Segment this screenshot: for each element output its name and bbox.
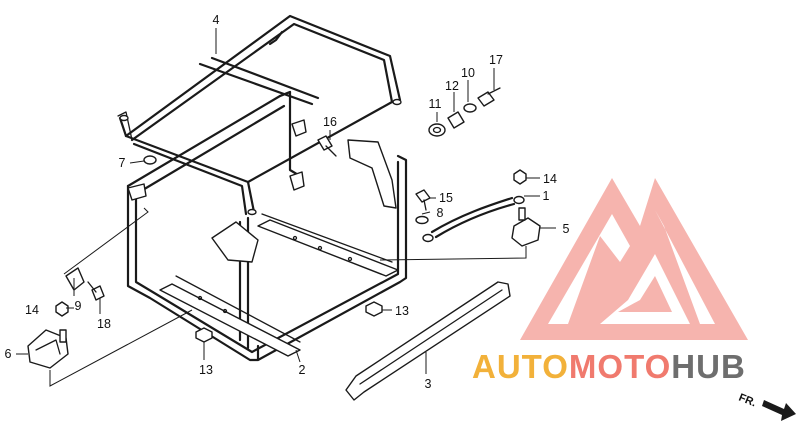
callout-13-right: 13 — [395, 304, 409, 318]
callout-16: 16 — [323, 115, 337, 129]
hardware-nuts-bolts — [55, 87, 527, 343]
callout-14-left: 14 — [25, 303, 39, 317]
watermark-logo-icon — [520, 178, 748, 340]
callout-13-left: 13 — [199, 363, 213, 377]
leader-lines — [16, 28, 556, 387]
side-rail — [345, 281, 511, 401]
main-frame — [126, 90, 408, 362]
ground-cable — [422, 195, 525, 243]
upper-frame-tube — [117, 14, 402, 216]
watermark-text: AUTOMOTOHUB — [472, 348, 746, 385]
callout-5: 5 — [563, 222, 570, 236]
callout-1: 1 — [543, 189, 550, 203]
callout-6: 6 — [5, 347, 12, 361]
callout-15: 15 — [439, 191, 453, 205]
callout-11: 11 — [429, 97, 442, 111]
callout-9: 9 — [75, 299, 82, 313]
callout-4: 4 — [213, 13, 220, 27]
callout-12: 12 — [445, 79, 459, 93]
arrow-right-icon — [762, 400, 796, 421]
callout-10: 10 — [461, 66, 475, 80]
mount-rubber-right — [511, 207, 541, 247]
mount-rubber-left — [27, 329, 69, 369]
callout-2: 2 — [299, 363, 306, 377]
watermark-part-hub: HUB — [671, 348, 746, 385]
callout-numbers: 4 7 9 14 18 6 13 2 13 3 5 14 1 15 8 16 1… — [5, 13, 570, 391]
front-direction-marker: FR. — [737, 392, 796, 421]
callout-18: 18 — [97, 317, 111, 331]
callout-7: 7 — [119, 156, 126, 170]
front-direction-label: FR. — [737, 392, 758, 410]
callout-14-right: 14 — [543, 172, 557, 186]
watermark-part-auto: AUTO — [472, 348, 569, 385]
callout-17: 17 — [489, 53, 503, 67]
watermark-part-moto: MOTO — [569, 348, 671, 385]
callout-8: 8 — [437, 206, 444, 220]
svg-text:AUTOMOTOHUB: AUTOMOTOHUB — [472, 348, 746, 385]
callout-3: 3 — [425, 377, 432, 391]
